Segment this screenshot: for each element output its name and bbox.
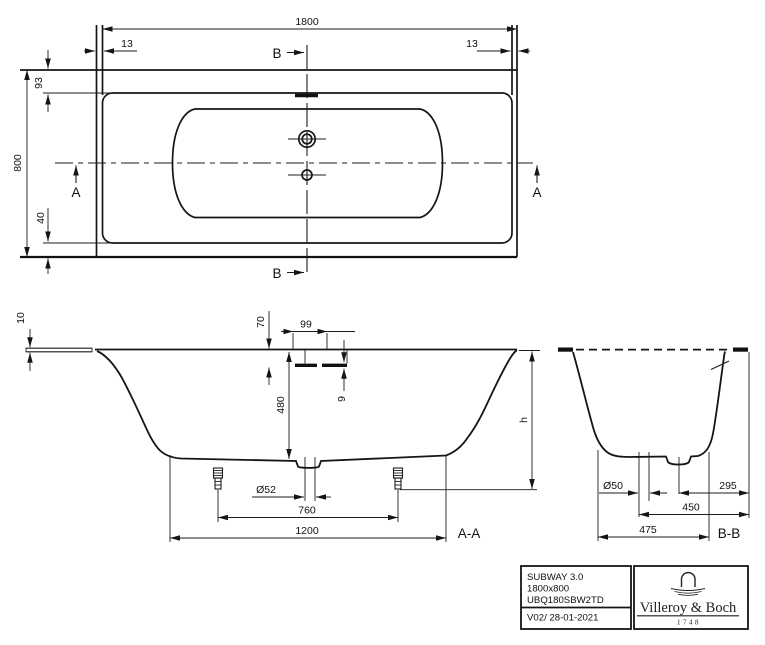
dim-waste-offset: 450	[639, 502, 749, 518]
dim-rim-right: 13	[466, 38, 530, 54]
bb-slope-tick	[710, 360, 730, 370]
dim-rim-top-offset-label: 93	[33, 77, 45, 89]
tub-outer-outline	[20, 25, 518, 259]
section-b-bottom-label: B	[272, 266, 281, 281]
dim-deck-recess-label: 70	[255, 316, 267, 328]
dim-waste-offset-right-label: 295	[719, 480, 737, 492]
dim-overall-width-label: 1800	[295, 16, 319, 28]
dim-rim-thickness: 10	[15, 312, 33, 371]
dim-rim-thickness-label: 10	[15, 312, 27, 324]
section-a-marker-left: A	[71, 165, 81, 200]
dim-tap-hole-spacing: 99	[281, 319, 355, 350]
dim-base-length-label: 1200	[295, 525, 319, 537]
dim-overall-depth-label: 800	[12, 154, 24, 172]
dim-rim-right-label: 13	[466, 38, 478, 50]
section-b-top-label: B	[272, 46, 281, 61]
title-block-info-box	[520, 565, 632, 630]
dim-overall-depth: 800	[12, 70, 30, 257]
aa-foot-left	[212, 467, 224, 490]
dim-deck-recess: 70	[255, 311, 272, 385]
dim-tap-hole-spacing-label: 99	[300, 319, 312, 331]
bb-tub-profile	[572, 351, 726, 466]
section-bb-title: B-B	[718, 526, 741, 541]
extension-lines-plan	[43, 92, 115, 244]
section-bb-view: Ø50 295 450 475 B-B	[558, 347, 750, 541]
title-block-logo-box	[633, 565, 749, 630]
dim-deck-plate-label: 9	[336, 396, 348, 402]
dim-inner-depth: 480	[275, 352, 292, 459]
section-a-left-label: A	[71, 185, 80, 200]
aa-faucet-deck	[295, 350, 348, 367]
dim-overall-width: 1800	[102, 16, 517, 32]
revision-date: V02/ 28-01-2021	[527, 613, 598, 624]
bb-extension-lines	[597, 352, 750, 541]
product-size: 1800x800	[527, 584, 569, 595]
dim-deck-plate: 9	[336, 340, 348, 402]
overflow-hole	[288, 129, 326, 149]
plan-view: 1800 800 13 13 93 40 B	[12, 16, 542, 281]
dim-waste-diameter-aa: Ø52	[252, 457, 331, 501]
dim-waste-offset-label: 450	[682, 502, 700, 514]
tub-basin-outline	[171, 108, 444, 219]
dim-inner-depth-label: 480	[275, 396, 287, 414]
section-a-right-label: A	[532, 185, 541, 200]
dim-height: h	[400, 350, 540, 491]
product-name: SUBWAY 3.0	[527, 572, 583, 583]
title-block: SUBWAY 3.0 1800x800 UBQ180SBW2TD V02/ 28…	[520, 565, 749, 630]
dim-feet-spacing-label: 760	[298, 505, 316, 517]
drain-hole	[288, 169, 326, 181]
dim-apron-height: 40	[35, 208, 51, 274]
dim-height-label: h	[518, 417, 530, 423]
article-number: UBQ180SBW2TD	[527, 595, 604, 606]
dim-waste-diameter-aa-label: Ø52	[256, 484, 276, 496]
aa-rim-lip	[25, 347, 93, 353]
dim-base-width-label: 475	[639, 524, 657, 536]
dim-base-length: 1200	[169, 455, 447, 542]
section-aa-title: A-A	[458, 526, 481, 541]
brand-year: 1748	[677, 619, 701, 627]
aa-tub-profile	[96, 349, 518, 469]
section-b-marker-top: B	[272, 46, 304, 61]
aa-foot-right	[392, 467, 404, 490]
dim-apron-height-label: 40	[35, 212, 47, 224]
dim-feet-spacing: 760	[217, 490, 399, 522]
dim-rim-top-offset: 93	[33, 50, 51, 112]
dim-base-width: 475	[598, 524, 709, 540]
section-aa-view: 10 70 99 9 480 Ø52	[15, 311, 540, 542]
dim-waste-offset-right: 295	[679, 480, 749, 496]
dim-rim-left-label: 13	[121, 38, 133, 50]
dim-waste-diameter-bb-label: Ø50	[603, 480, 623, 492]
villeroy-boch-logo-icon	[670, 571, 706, 596]
dim-rim-left: 13	[84, 38, 137, 54]
section-b-marker-bottom: B	[272, 266, 304, 281]
brand-name: Villeroy & Boch	[640, 600, 737, 616]
dim-waste-diameter-bb: Ø50	[599, 480, 667, 496]
section-a-marker-right: A	[532, 165, 542, 200]
